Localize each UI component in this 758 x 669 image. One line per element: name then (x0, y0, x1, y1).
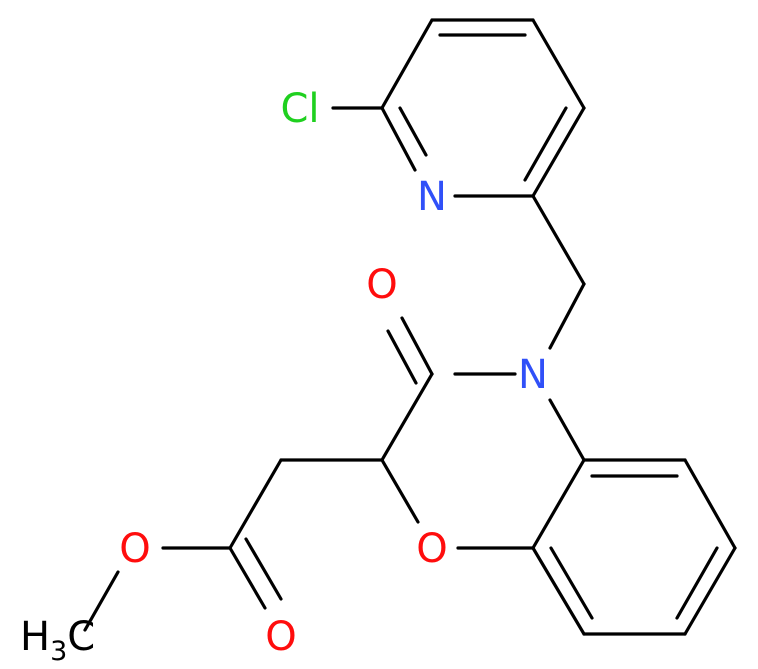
benzene-ring (531, 458, 737, 636)
bond-n-c2-inner (398, 106, 428, 157)
bond-ch2-n (548, 282, 586, 350)
bond-keto-2 (386, 329, 418, 385)
bond-c4-c5 (531, 18, 586, 110)
bond-ch2side-cester (228, 458, 283, 550)
bond-c2-o (380, 458, 420, 524)
pyridine-nitrogen-label: N (417, 174, 447, 220)
methyl-group-label: H3C (20, 614, 95, 667)
bond-n-c4a (548, 398, 586, 462)
carbonyl-oxygen-label: O (265, 614, 296, 660)
bond-c8-c8a (531, 546, 586, 636)
methyl-subscript: 3 (50, 636, 67, 667)
oxazinone-ring (380, 372, 586, 550)
bond-c8a-c4a (531, 458, 586, 550)
bond-c6b-c7 (683, 546, 737, 636)
bond-c2-c3 (380, 18, 434, 110)
bond-c5-c6 (531, 106, 586, 198)
pyridine-ring (380, 18, 586, 198)
ester-oxygen-label: O (119, 526, 150, 572)
bond-carbonyl-1 (228, 546, 267, 610)
bond-oester-methyl (83, 570, 120, 632)
bond-c5-c6b (683, 458, 737, 550)
bond-c6-ch2 (531, 194, 586, 286)
keto-oxygen-label: O (366, 262, 397, 308)
bond-carbonyl-2 (244, 537, 283, 601)
ring-oxygen-label: O (416, 526, 447, 572)
bond-c8-c8a-inner (549, 546, 594, 620)
ring-nitrogen-label: N (518, 352, 548, 398)
chlorine-atom-label: Cl (280, 86, 319, 132)
bond-c6b-c7-inner (675, 546, 719, 620)
bond-c3-c2 (380, 372, 434, 462)
bond-n-c2 (380, 106, 417, 172)
bond-keto-1 (400, 316, 434, 376)
methyl-h: H (20, 614, 50, 660)
bond-c5-c6-inner (523, 106, 568, 182)
methyl-c: C (67, 614, 95, 660)
